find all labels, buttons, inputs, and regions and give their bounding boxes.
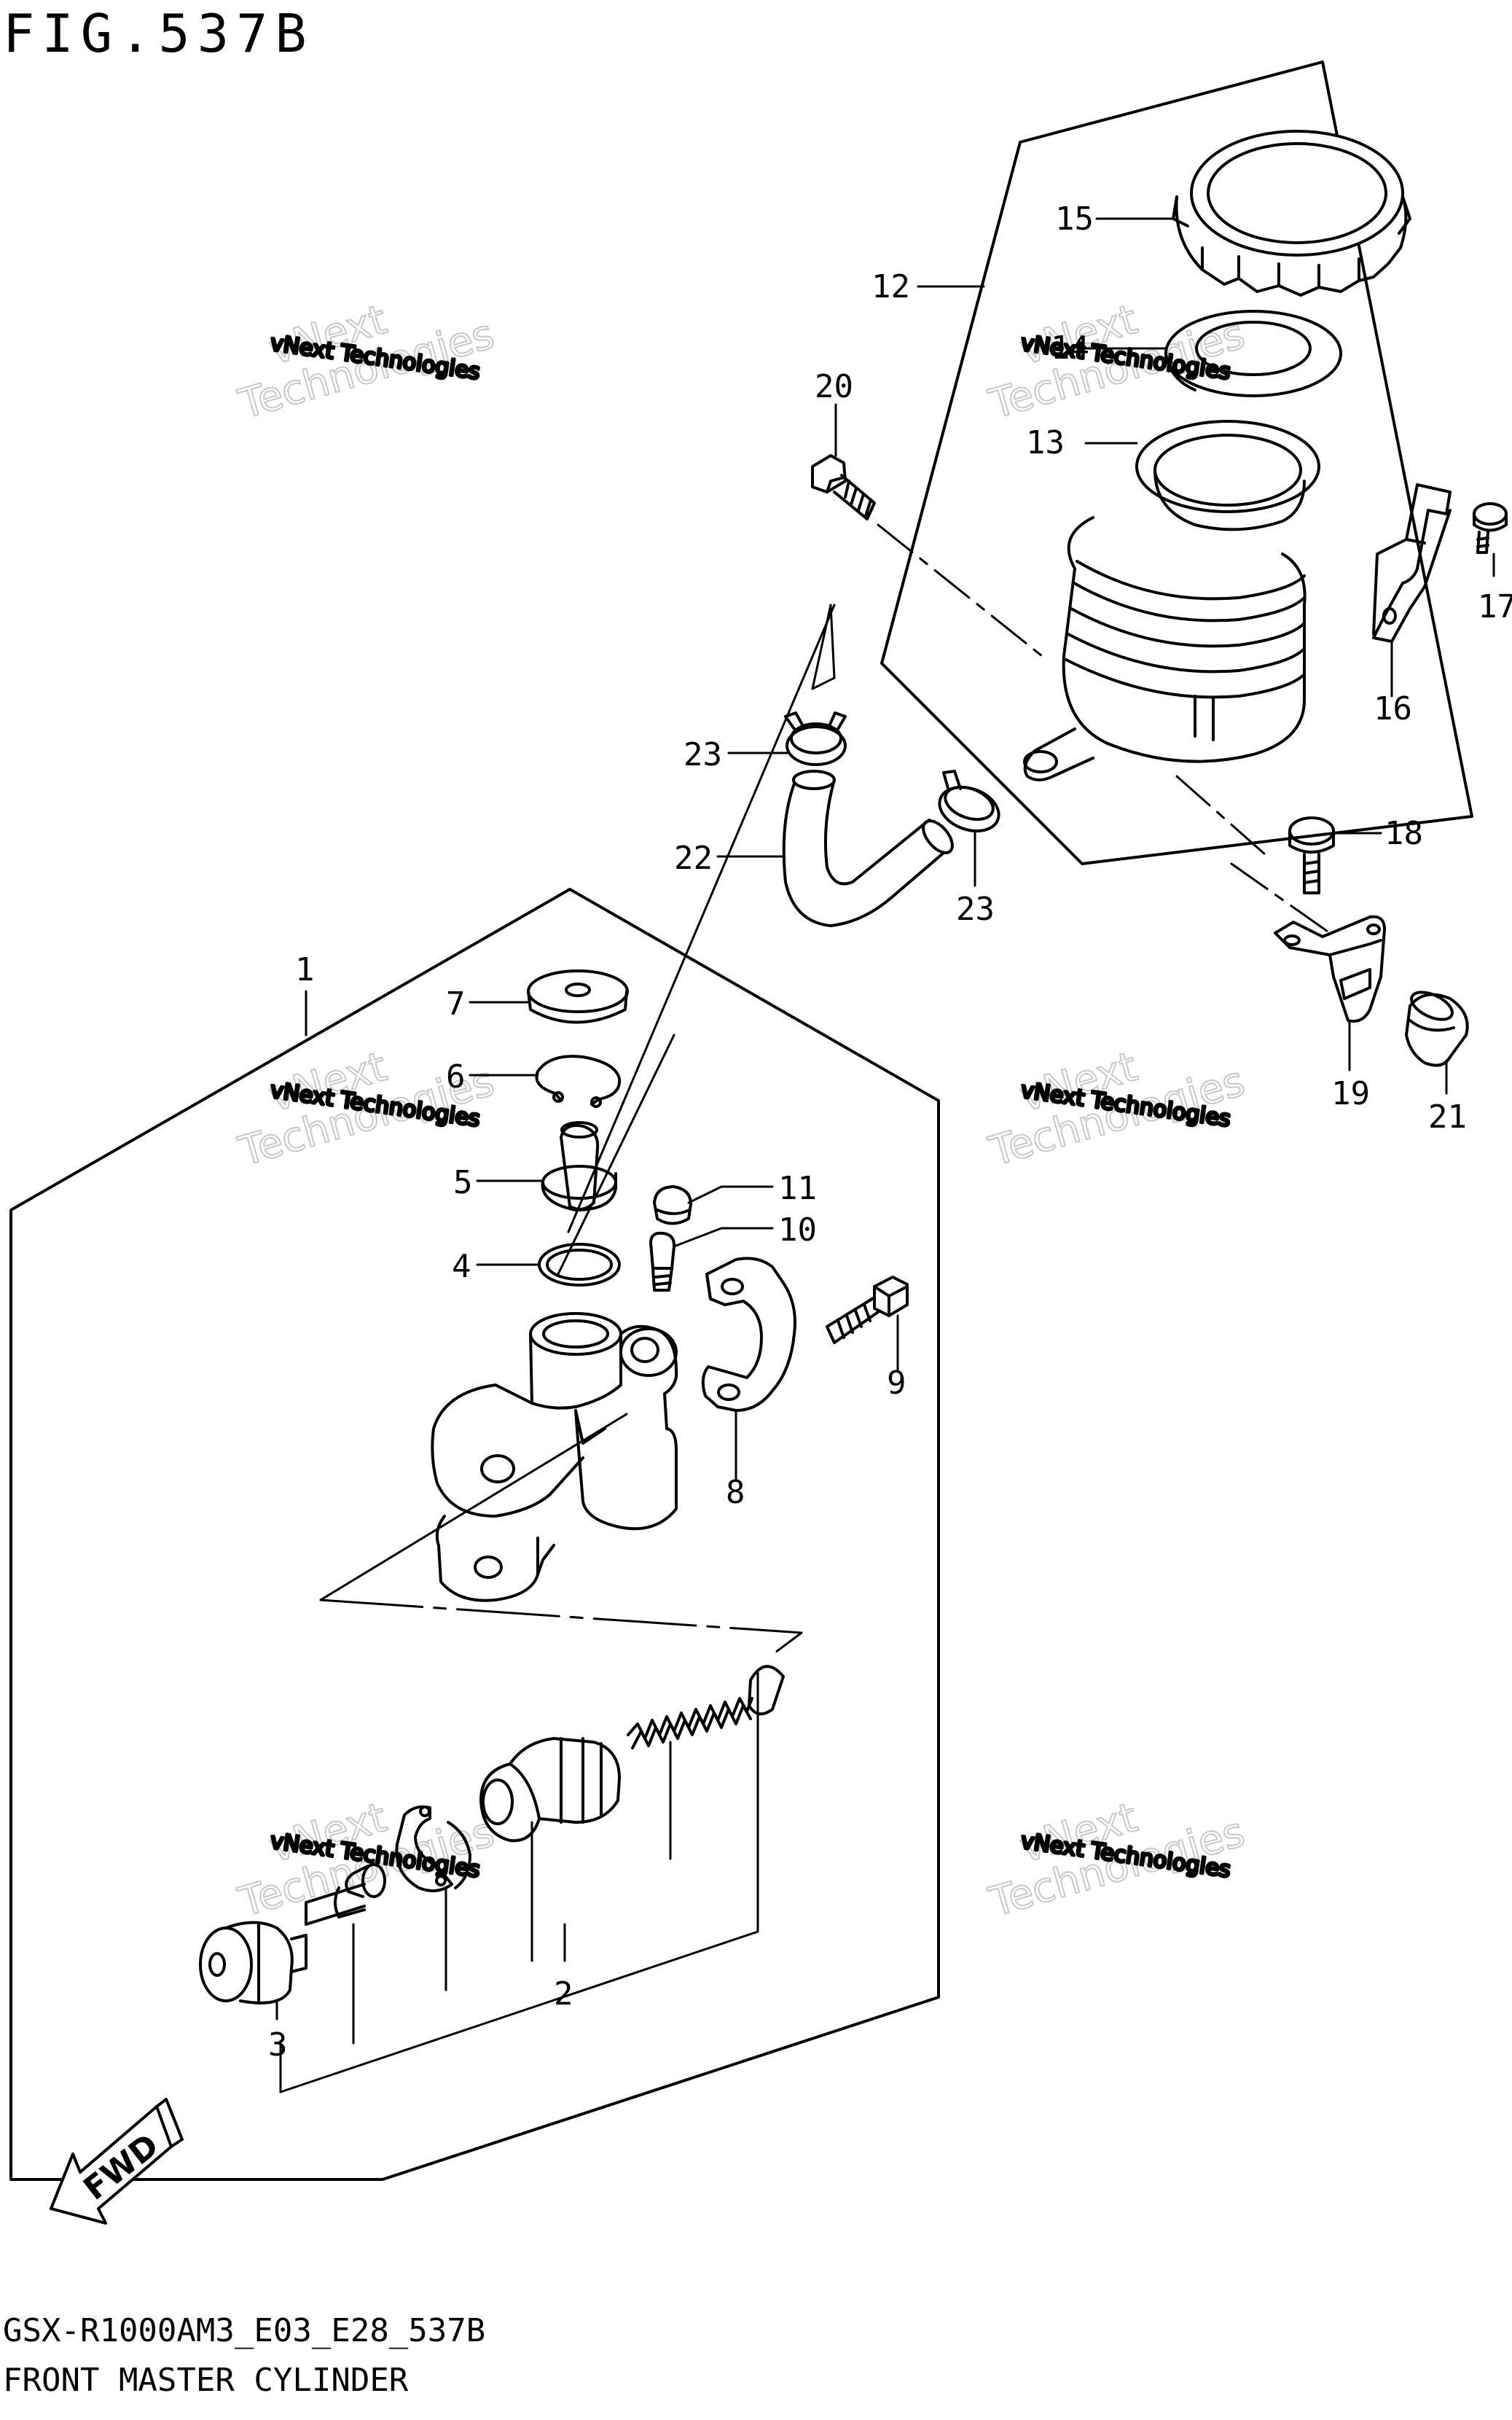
hose-clamp-upper xyxy=(784,711,847,766)
screw-17 xyxy=(1473,502,1508,554)
fwd-direction-arrow: FWD xyxy=(50,2098,184,2225)
circlip-6 xyxy=(535,1055,622,1108)
callout-10: 10 xyxy=(778,1211,817,1249)
callout-16: 16 xyxy=(1374,690,1412,727)
callout-4: 4 xyxy=(452,1248,471,1285)
master-cylinder-body xyxy=(431,1312,678,1602)
reservoir-cap xyxy=(1172,130,1411,297)
piston xyxy=(479,1763,541,1843)
callout-18: 18 xyxy=(1384,815,1423,852)
section-name: FRONT MASTER CYLINDER xyxy=(3,2362,409,2399)
reservoir-bracket xyxy=(1372,483,1452,643)
reservoir-tank xyxy=(1023,516,1307,781)
callout-1: 1 xyxy=(295,951,315,988)
master-cylinder-assembly-frame xyxy=(9,888,940,2181)
leader-lines xyxy=(275,217,1495,2093)
spring xyxy=(627,1665,785,1749)
reservoir-diaphragm xyxy=(1135,420,1320,531)
callout-23-upper: 23 xyxy=(683,736,722,773)
callout-8: 8 xyxy=(726,1474,745,1511)
callout-12: 12 xyxy=(871,268,910,305)
bleeder-valve xyxy=(649,1231,676,1292)
reservoir-hose xyxy=(782,770,954,927)
bleeder-cap xyxy=(653,1185,692,1225)
hose-clamp-lower xyxy=(938,770,1000,832)
circlip-2 xyxy=(395,1805,471,1892)
o-ring-4 xyxy=(538,1243,621,1287)
push-rod-cover xyxy=(527,969,629,1024)
reservoir-assembly-frame xyxy=(880,60,1473,865)
callout-9: 9 xyxy=(887,1365,906,1402)
master-cylinder-bracket xyxy=(1274,915,1386,1023)
callout-22: 22 xyxy=(674,840,713,877)
bracket-cover-cap xyxy=(1405,991,1469,1067)
piston-cup-secondary xyxy=(509,1737,621,1824)
figure-title: FIG.537B xyxy=(3,3,314,64)
callout-13: 13 xyxy=(1026,424,1065,461)
callout-19: 19 xyxy=(1331,1075,1370,1112)
callout-14: 14 xyxy=(1051,329,1089,367)
callout-3: 3 xyxy=(268,2026,288,2064)
callout-20: 20 xyxy=(815,368,853,405)
callout-5: 5 xyxy=(453,1164,473,1201)
hose-connector xyxy=(541,1121,617,1211)
reservoir-diaphragm-plate xyxy=(1164,310,1342,397)
callout-15: 15 xyxy=(1055,200,1094,238)
callout-numbers: 1 2 3 4 5 6 7 8 9 10 11 12 13 14 15 16 1… xyxy=(268,200,1512,2064)
bolt-18 xyxy=(1288,816,1335,894)
dust-boot xyxy=(199,1921,308,2005)
callout-7: 7 xyxy=(446,985,466,1023)
model-code: GSX-R1000AM3_E03_E28_537B xyxy=(3,2312,486,2349)
assembly-alignment-lines xyxy=(319,523,1331,1656)
master-cylinder-holder xyxy=(701,1257,796,1412)
callout-21: 21 xyxy=(1428,1098,1467,1136)
callout-17: 17 xyxy=(1478,588,1512,625)
bolt-20 xyxy=(811,454,876,520)
push-rod xyxy=(305,1883,366,1926)
clamp-bolt xyxy=(826,1276,909,1344)
callout-23-lower: 23 xyxy=(956,891,995,928)
watermarks: vNext Technologies vNext Technologies vN… xyxy=(232,295,1250,1927)
callout-2: 2 xyxy=(554,1975,573,2013)
piston-washer xyxy=(345,1863,386,1898)
callout-6: 6 xyxy=(446,1058,466,1096)
callout-11: 11 xyxy=(778,1170,817,1207)
